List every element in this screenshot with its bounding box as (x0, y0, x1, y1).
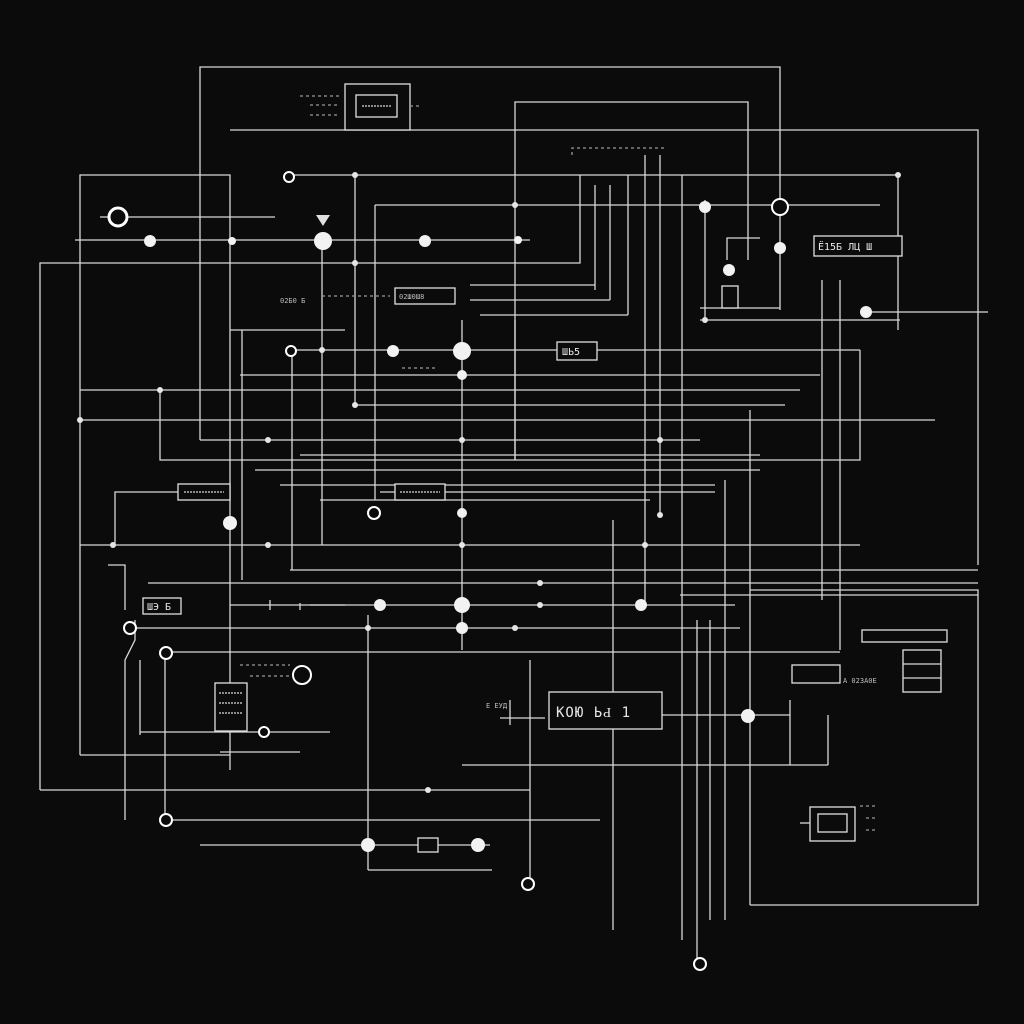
component-node (471, 838, 485, 852)
junction-dot (702, 317, 708, 323)
component-node (144, 235, 156, 247)
terminal-ring (123, 621, 137, 635)
terminal-ring (693, 957, 707, 971)
component-node (457, 370, 467, 380)
component-node (361, 838, 375, 852)
label-side-bottom-right: А 02ЗА0Е (843, 677, 877, 685)
junction-dot (512, 625, 518, 631)
junction-dot (459, 437, 465, 443)
label-side-top-left: 02Б0 Б (280, 297, 305, 305)
label-top-mid-box: 02Ш0Ш8 (399, 293, 424, 301)
junction-dot (352, 260, 358, 266)
terminal-ring (159, 646, 173, 660)
component-node (228, 237, 236, 245)
junction-dot (657, 512, 663, 518)
junction-dot (425, 787, 431, 793)
component-node (107, 206, 129, 228)
junction-dot (537, 602, 543, 608)
label-mid-center-box: ШЬ5 (562, 347, 580, 358)
component-node (292, 665, 312, 685)
component-node (635, 599, 647, 611)
junction-dot (265, 542, 271, 548)
junction-dot (110, 542, 116, 548)
component-node (457, 508, 467, 518)
component-node (314, 232, 332, 250)
component-node (860, 306, 872, 318)
component-node (454, 597, 470, 613)
label-top-right-box: Ё15Б ЛЦ Ш (818, 240, 872, 253)
wire-group-horizontal (40, 174, 988, 871)
junction-dot (512, 202, 518, 208)
junction-dot (537, 580, 543, 586)
stacked-module-left (214, 682, 248, 732)
junction-dot (642, 542, 648, 548)
terminal-ring (521, 877, 535, 891)
component-node (223, 516, 237, 530)
terminal-ring (771, 198, 789, 216)
component-node (453, 342, 471, 360)
junction-dot (265, 437, 271, 443)
capacitor-marker (316, 215, 330, 226)
panel-bar-right (861, 629, 948, 643)
stacked-module-right (902, 649, 942, 693)
component-node (456, 622, 468, 634)
component-node (699, 201, 711, 213)
ring-terminals (123, 171, 789, 971)
junction-dot (77, 417, 83, 423)
fuse (417, 837, 439, 853)
junction-dot (459, 542, 465, 548)
junction-dot (157, 387, 163, 393)
display-module-screen (355, 94, 398, 118)
main-module-box (548, 691, 663, 730)
wire-group-vertical (139, 155, 899, 960)
junction-dot (352, 172, 358, 178)
terminal-ring (283, 171, 295, 183)
junction-dot (895, 172, 901, 178)
tick-marks (240, 95, 878, 831)
component-node (374, 599, 386, 611)
junction-dots (77, 172, 901, 793)
label-left-box: ШЭ Б (147, 602, 171, 613)
terminal-ring (285, 345, 297, 357)
switch-module (721, 285, 739, 309)
label-box-top-mid (394, 287, 456, 305)
junction-dot (657, 437, 663, 443)
label-box-left (142, 597, 182, 615)
junction-dot (319, 347, 325, 353)
label-main-module: КОЮ ЬԀ 1 (556, 705, 631, 721)
component-boxes (142, 83, 948, 853)
wire-group-frame (39, 66, 979, 906)
component-node (387, 345, 399, 357)
component-node (723, 264, 735, 276)
label-side-main: Е ЕУД (486, 702, 508, 710)
junction-dot (352, 402, 358, 408)
terminal-ring (258, 726, 270, 738)
component-node (419, 235, 431, 247)
label-box-mid-center (556, 341, 598, 361)
junction-dot (365, 625, 371, 631)
terminal-ring (367, 506, 381, 520)
component-node (741, 709, 755, 723)
panel-bar-small (791, 664, 841, 684)
component-nodes (107, 201, 872, 852)
label-box-top-right (813, 235, 903, 257)
component-node (514, 236, 522, 244)
terminal-ring (159, 813, 173, 827)
component-node (774, 242, 786, 254)
